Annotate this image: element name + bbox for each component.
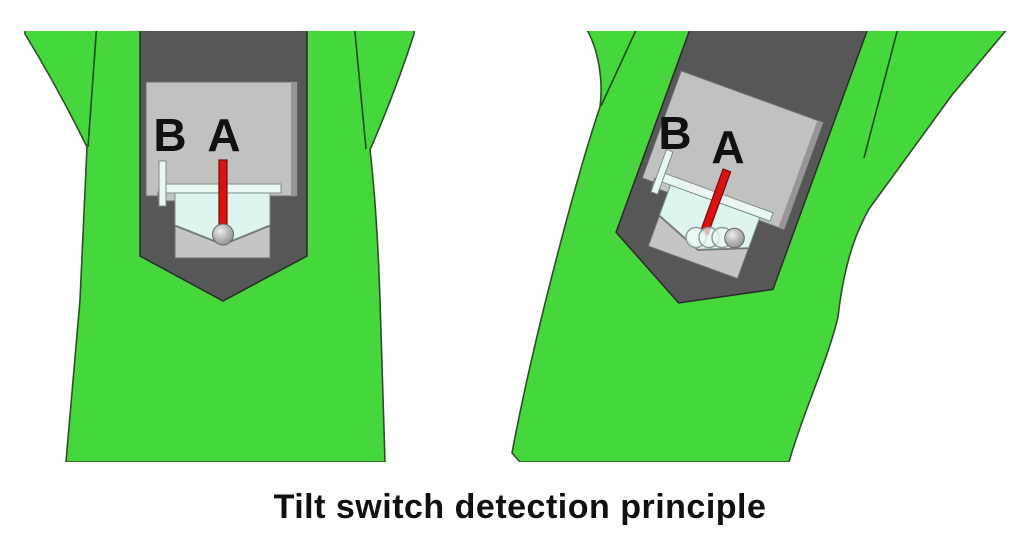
- label-electrode-b: B: [153, 109, 186, 161]
- left-panel-upright-device: B A: [24, 31, 415, 462]
- figure-title: Tilt switch detection principle: [274, 488, 767, 526]
- wing-fold-line: [600, 31, 637, 107]
- label-electrode-a: A: [207, 109, 240, 161]
- ball-trail: [685, 226, 733, 249]
- label-electrode-a: A: [711, 121, 744, 173]
- wing-fold-line: [863, 31, 899, 159]
- wing-fold-line: [87, 31, 98, 148]
- metal-ball: [212, 223, 234, 246]
- metal-ball: [724, 227, 745, 249]
- wing-fold-line: [354, 31, 367, 150]
- right-panel-tilted-device: B A: [511, 31, 1007, 462]
- label-electrode-b: B: [658, 107, 691, 159]
